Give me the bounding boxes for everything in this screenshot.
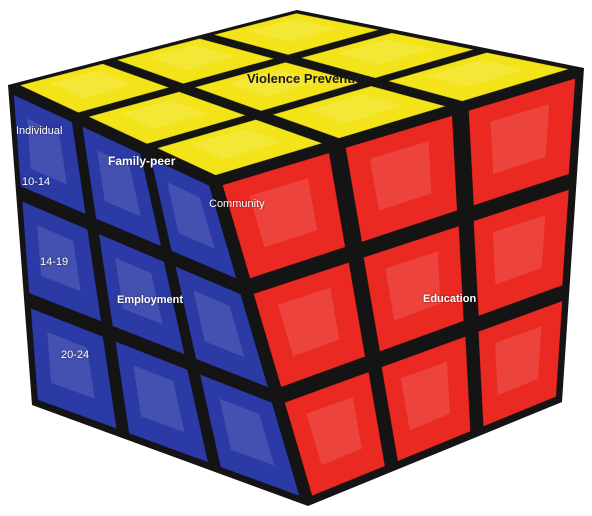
label-individual: Individual [16,125,62,137]
label-violence-prevention: Violence Prevention [247,71,371,86]
label-community: Community [209,198,265,210]
label-education: Education [423,293,476,305]
label-age-14-19: 14-19 [40,256,68,268]
label-age-20-24: 20-24 [61,349,89,361]
label-age-10-14: 10-14 [22,176,50,188]
label-family-peer: Family-peer [108,154,175,168]
label-employment: Employment [117,294,183,306]
